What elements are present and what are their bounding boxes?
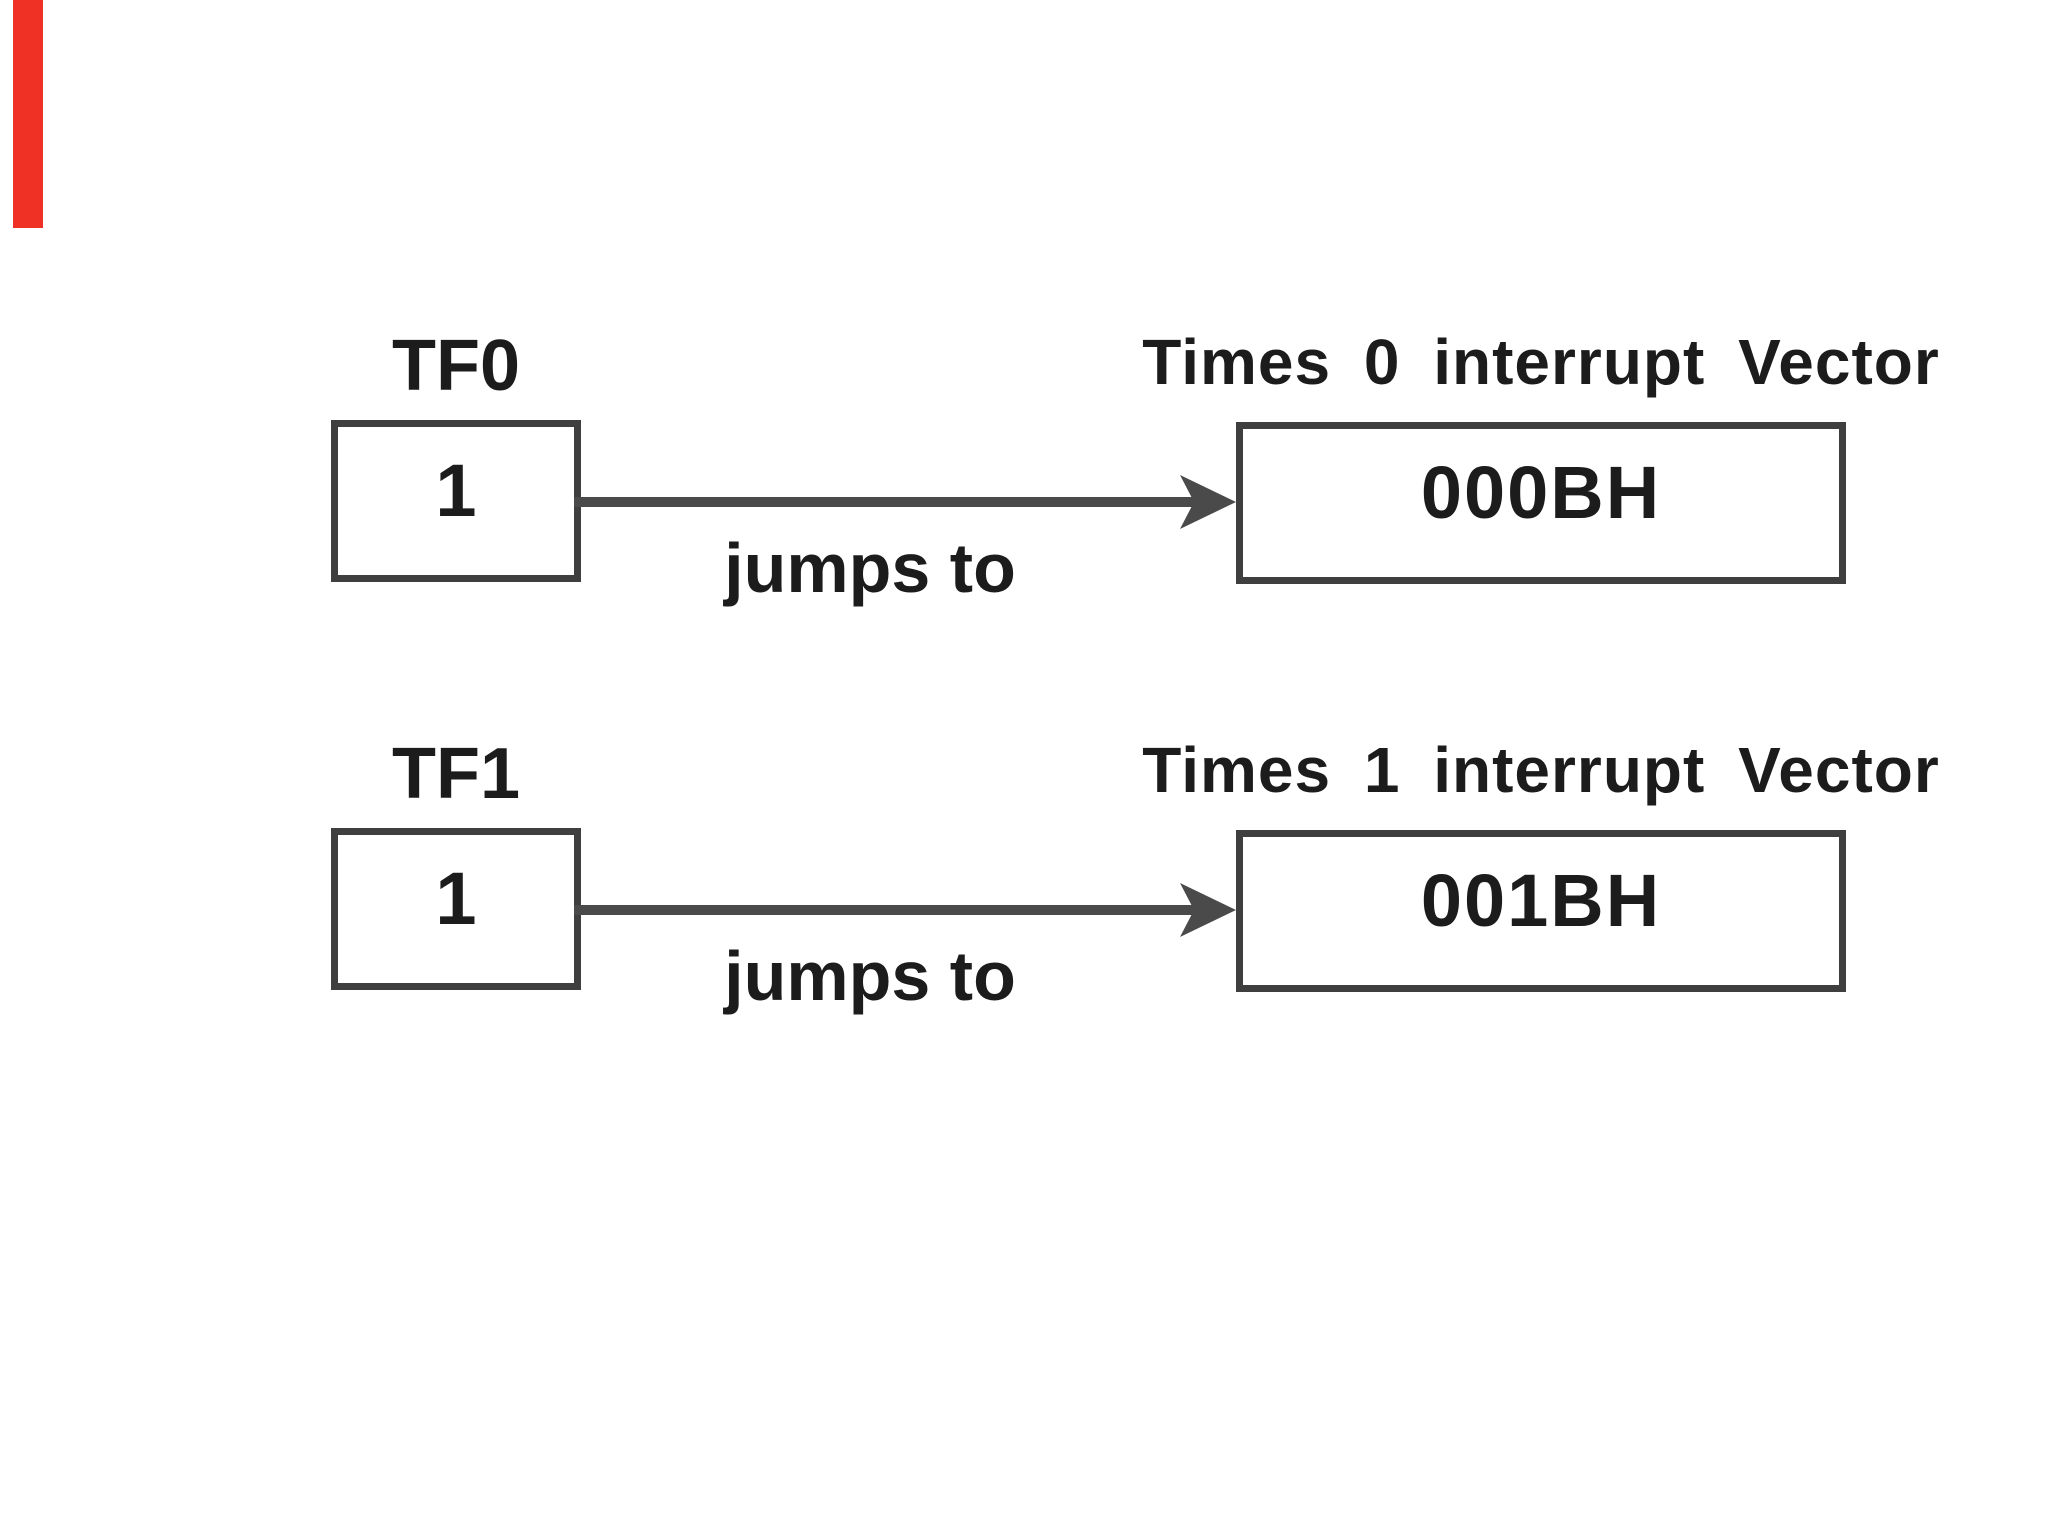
jump-arrow (574, 883, 1236, 937)
timer1-flag-row: TF1 1 jumps to Times 1 interrupt Vector … (0, 738, 2048, 1078)
flag-name-label: TF1 (391, 734, 520, 814)
vector-title-label: Times 0 interrupt Vector (1142, 326, 1940, 398)
arrowhead-icon (1180, 883, 1236, 937)
jump-arrow (574, 475, 1236, 529)
timer0-flag-row: TF0 1 jumps to Times 0 interrupt Vector … (0, 330, 2048, 670)
vector-address-value: 001BH (1420, 859, 1662, 942)
flag-bit-value: 1 (435, 449, 477, 532)
vector-title-label: Times 1 interrupt Vector (1142, 734, 1940, 806)
flag-bit-value: 1 (435, 857, 477, 940)
red-edge-marker (13, 0, 43, 228)
flag-bit-box: 1 (331, 420, 581, 582)
jumps-to-label: jumps to (724, 937, 1016, 1015)
arrowhead-icon (1180, 475, 1236, 529)
jumps-to-label: jumps to (724, 529, 1016, 607)
vector-address-value: 000BH (1420, 451, 1662, 534)
flag-name-label: TF0 (391, 326, 520, 406)
vector-address-box: 000BH (1236, 422, 1846, 584)
flag-bit-box: 1 (331, 828, 581, 990)
vector-address-box: 001BH (1236, 830, 1846, 992)
